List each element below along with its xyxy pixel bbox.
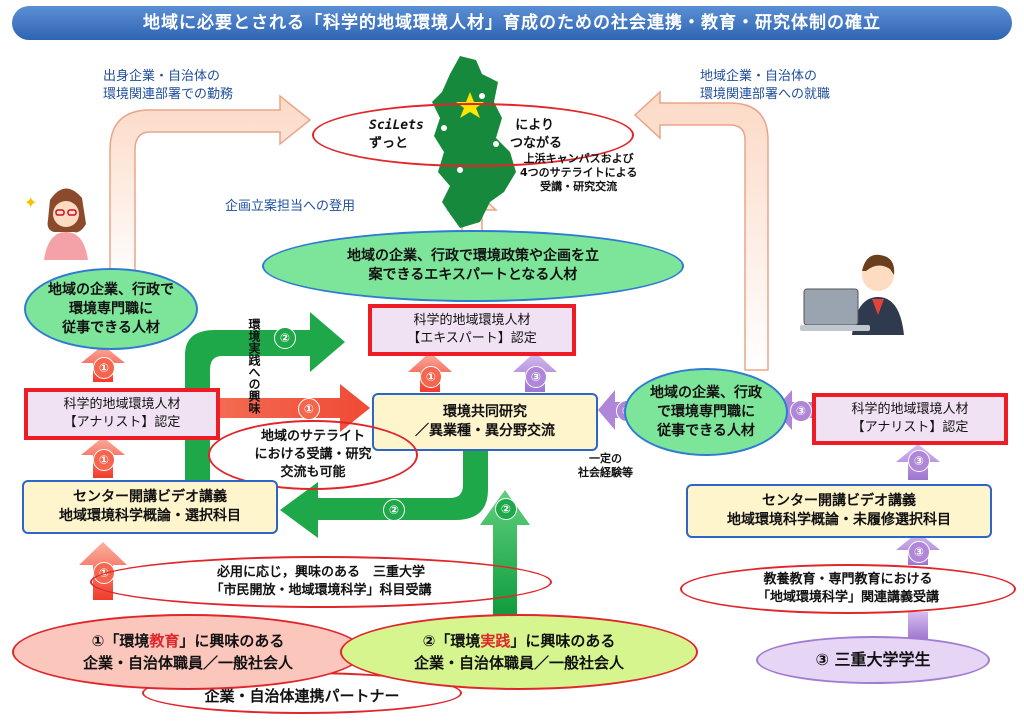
source2-highlight: 実践	[480, 632, 511, 650]
note-line: 出身企業・自治体の	[103, 69, 221, 84]
career-arrow-left	[109, 94, 312, 286]
experience-note: 一定の 社会経験等	[578, 452, 633, 480]
source1-text: ①「環境	[91, 632, 150, 650]
note-line: 社会経験等	[578, 466, 633, 479]
note-line: 4つのサテライトによる	[520, 166, 638, 179]
note-line: 一定の	[589, 452, 622, 465]
node-line: 交流も可能	[280, 465, 346, 480]
node-line: 科学的地域環境人材	[413, 313, 531, 328]
practice-arrow	[185, 312, 345, 490]
left-people-node: 地域の企業、行政で 環境専門職に 従事できる人材	[24, 268, 198, 350]
node-line: 必用に応じ，興味のある 三重大学	[216, 565, 425, 580]
marker-one: ①	[298, 398, 320, 420]
note-line: 上浜キャンパスおよび	[523, 152, 634, 165]
node-line: 環境共同研究	[443, 404, 527, 420]
node-line: 従事できる人材	[657, 422, 755, 439]
career-arrow-right	[633, 90, 769, 371]
expert-cert-box: 科学的地域環境人材 【エキスパート】認定	[368, 304, 576, 356]
node-line: センター開講ビデオ講義	[762, 493, 916, 509]
right-analyst-cert-box: 科学的地域環境人材 【アナリスト】認定	[812, 393, 1008, 445]
left-analyst-cert-box: 科学的地域環境人材 【アナリスト】認定	[24, 388, 220, 440]
expert-people-node: 地域の企業、行政で環境政策や企画を立 案できるエキスパートとなる人材	[262, 230, 684, 302]
left-video-lecture-box: センター開講ビデオ講義 地域環境科学概論・選択科目	[22, 480, 278, 534]
node-line: 【アナリスト】認定	[63, 415, 181, 430]
liberal-arts-node: 教養教育・専門教育における 「地域環境科学」関連講義受講	[680, 564, 1016, 614]
page-title: 地域に必要とされる「科学的地域環境人材」育成のための社会連携・教育・研究体制の確…	[12, 6, 1012, 40]
marker-three: ③	[908, 541, 930, 563]
marker-two: ②	[383, 499, 405, 521]
node-line: 環境専門職に	[69, 300, 153, 317]
source3-up-arrow	[908, 612, 928, 640]
former-workplace-note: 出身企業・自治体の 環境関連部署での勤務	[103, 68, 233, 104]
source1-line2: 企業・自治体職員／一般社会人	[82, 654, 293, 672]
scilets-text: ずっと	[369, 136, 409, 151]
node-line: 【アナリスト】認定	[851, 420, 969, 435]
woman-avatar-icon: ✦	[24, 188, 88, 260]
scilets-text: により	[515, 118, 554, 133]
scilets-brand: SciLets	[369, 118, 424, 133]
marker-one: ①	[420, 366, 442, 388]
note-line: 受講・研究交流	[540, 180, 618, 193]
scilets-text: つながる	[509, 136, 562, 151]
svg-text:✦: ✦	[24, 193, 37, 212]
source1-highlight: 教育	[149, 632, 180, 650]
node-line: 地域環境科学概論・選択科目	[59, 508, 241, 524]
source2-up-arrow	[480, 490, 530, 618]
note-line: 環境関連部署への就職	[700, 87, 831, 102]
right-people-node: 地域の企業、行政 で環境専門職に 従事できる人材	[624, 368, 788, 456]
node-line: 【エキスパート】認定	[407, 331, 537, 346]
node-line: 従事できる人材	[62, 319, 160, 336]
marker-three: ③	[790, 400, 812, 422]
scilets-ellipse: SciLets により ずっと つながる	[312, 103, 634, 167]
analyst-to-research-arrow	[220, 384, 370, 432]
source3-node: ③ 三重大学学生	[756, 636, 990, 684]
node-line: で環境専門職に	[657, 403, 755, 420]
note-line: 地域企業・自治体の	[700, 69, 818, 84]
source2-line2: 企業・自治体職員／一般社会人	[413, 654, 624, 672]
marker-three: ③	[908, 450, 930, 472]
research-return-arrow	[280, 440, 488, 538]
node-line: 科学的地域環境人材	[851, 402, 969, 417]
right-video-lecture-box: センター開講ビデオ講義 地域環境科学概論・未履修選択科目	[686, 484, 992, 538]
node-line: における受講・研究	[254, 447, 372, 462]
node-line: ／異業種・異分野交流	[415, 423, 555, 439]
marker-three: ③	[525, 366, 547, 388]
node-line: 案できるエキスパートとなる人材	[368, 267, 578, 283]
node-line: 地域のサテライト	[260, 429, 365, 444]
note-line: 環境関連部署での勤務	[103, 87, 234, 102]
source1-text: 」に興味のある	[179, 632, 285, 650]
node-line: 地域の企業、行政	[650, 384, 762, 401]
partner-label: 企業・自治体連携パートナー	[142, 672, 462, 714]
node-line: 地域の企業、行政で環境政策や企画を立	[347, 248, 599, 264]
planning-note: 企画立案担当への登用	[225, 199, 356, 214]
source2-text: 」に興味のある	[510, 632, 616, 650]
node-line: 「地域環境科学」関連講義受講	[756, 590, 939, 605]
node-line: 「市民開放・地域環境科学」科目受講	[210, 583, 432, 598]
marker-two: ②	[274, 327, 296, 349]
source1-node: ①「環境教育」に興味のある 企業・自治体職員／一般社会人	[12, 614, 364, 690]
node-line: 教養教育・専門教育における	[763, 572, 933, 587]
source2-text: ②「環境	[422, 632, 481, 650]
source2-node: ②「環境実践」に興味のある 企業・自治体職員／一般社会人	[340, 614, 698, 690]
new-employment-note: 地域企業・自治体の 環境関連部署への就職	[700, 68, 830, 104]
node-line: センター開講ビデオ講義	[73, 489, 227, 505]
marker-one: ①	[93, 449, 115, 471]
node-line: 科学的地域環境人材	[63, 397, 181, 412]
practice-interest-label: 環境実践への興味	[247, 318, 261, 414]
marker-two: ②	[495, 498, 517, 520]
node-line: 地域環境科学概論・未履修選択科目	[727, 512, 951, 528]
node-line: 地域の企業、行政で	[48, 281, 174, 298]
open-course-node: 必用に応じ，興味のある 三重大学 「市民開放・地域環境科学」科目受講	[90, 556, 552, 608]
student-avatar-icon	[800, 254, 904, 335]
marker-one: ①	[93, 357, 115, 379]
satellite-note: 地域のサテライト における受講・研究 交流も可能	[208, 420, 418, 490]
campus-note: 上浜キャンパスおよび 4つのサテライトによる 受講・研究交流	[520, 152, 637, 194]
